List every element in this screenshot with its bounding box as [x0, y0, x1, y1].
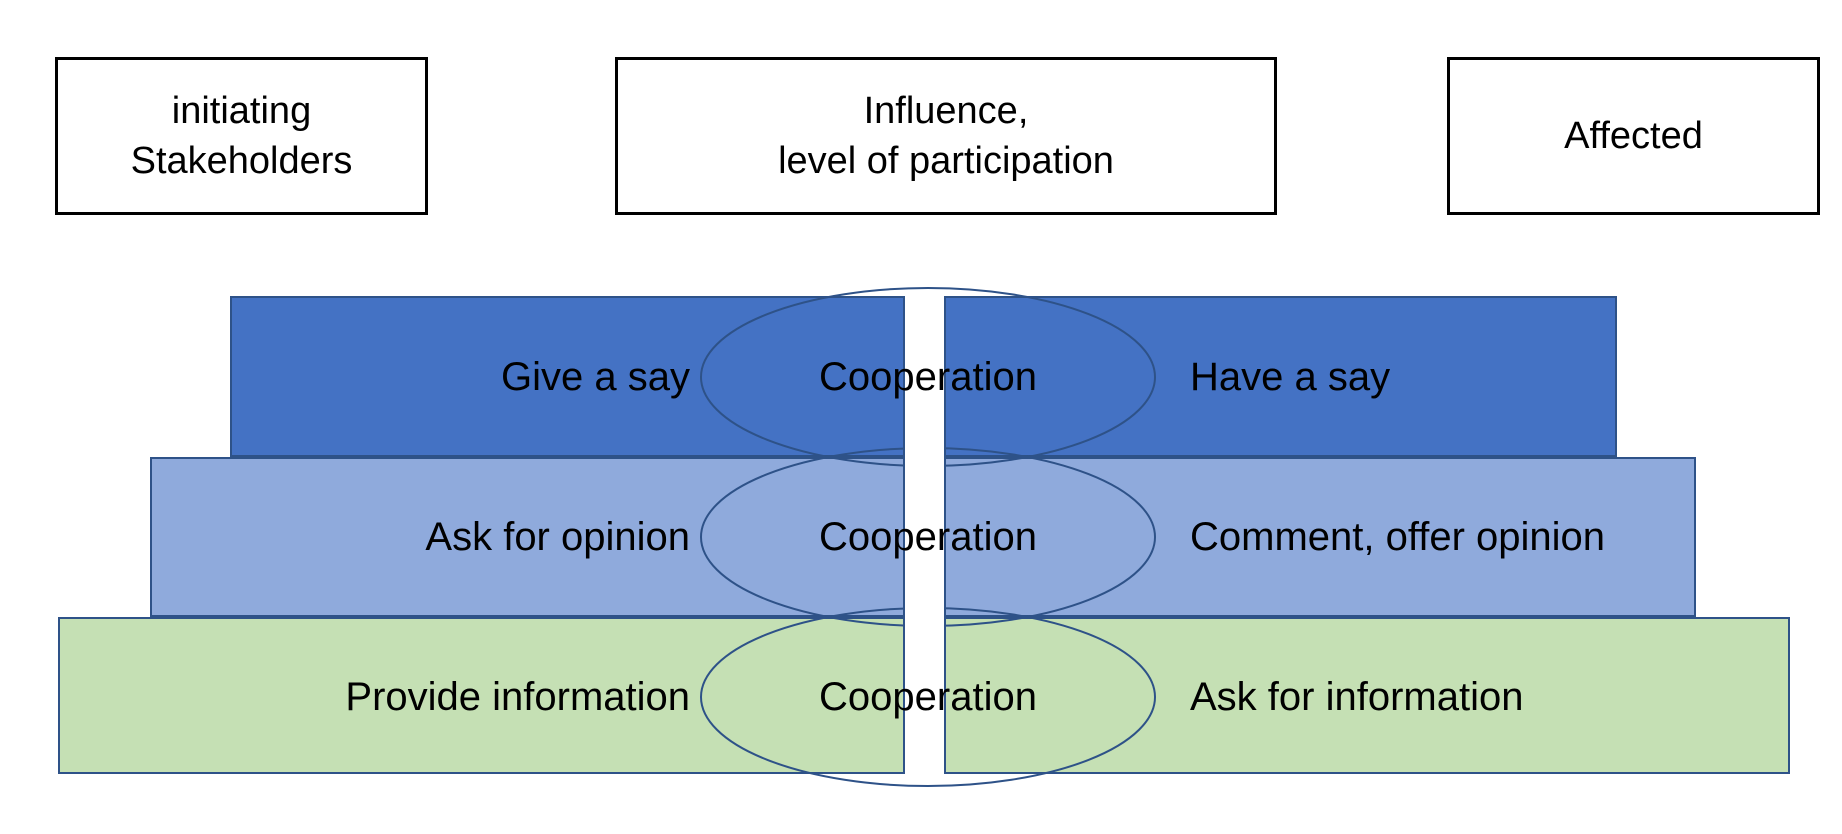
label-provide-information: Provide information — [345, 675, 690, 719]
header-box-influence-level-of-participation: Influence, level of participation — [615, 57, 1277, 215]
header-label-influence-level-of-participation: Influence, level of participation — [778, 89, 1114, 182]
label-give-a-say: Give a say — [501, 355, 690, 399]
header-label-initiating-stakeholders: initiating Stakeholders — [130, 89, 353, 182]
label-cooperation-top: Cooperation — [819, 355, 1037, 399]
label-ask-for-information: Ask for information — [1190, 675, 1524, 719]
label-comment-offer-opinion: Comment, offer opinion — [1190, 515, 1606, 559]
header-box-affected: Affected — [1447, 57, 1820, 215]
header-label-affected: Affected — [1564, 114, 1703, 157]
label-ask-for-opinion: Ask for opinion — [425, 515, 690, 559]
label-cooperation-middle: Cooperation — [819, 515, 1037, 559]
label-have-a-say: Have a say — [1190, 355, 1391, 399]
header-box-initiating-stakeholders: initiating Stakeholders — [55, 57, 428, 215]
label-cooperation-bottom: Cooperation — [819, 675, 1037, 719]
